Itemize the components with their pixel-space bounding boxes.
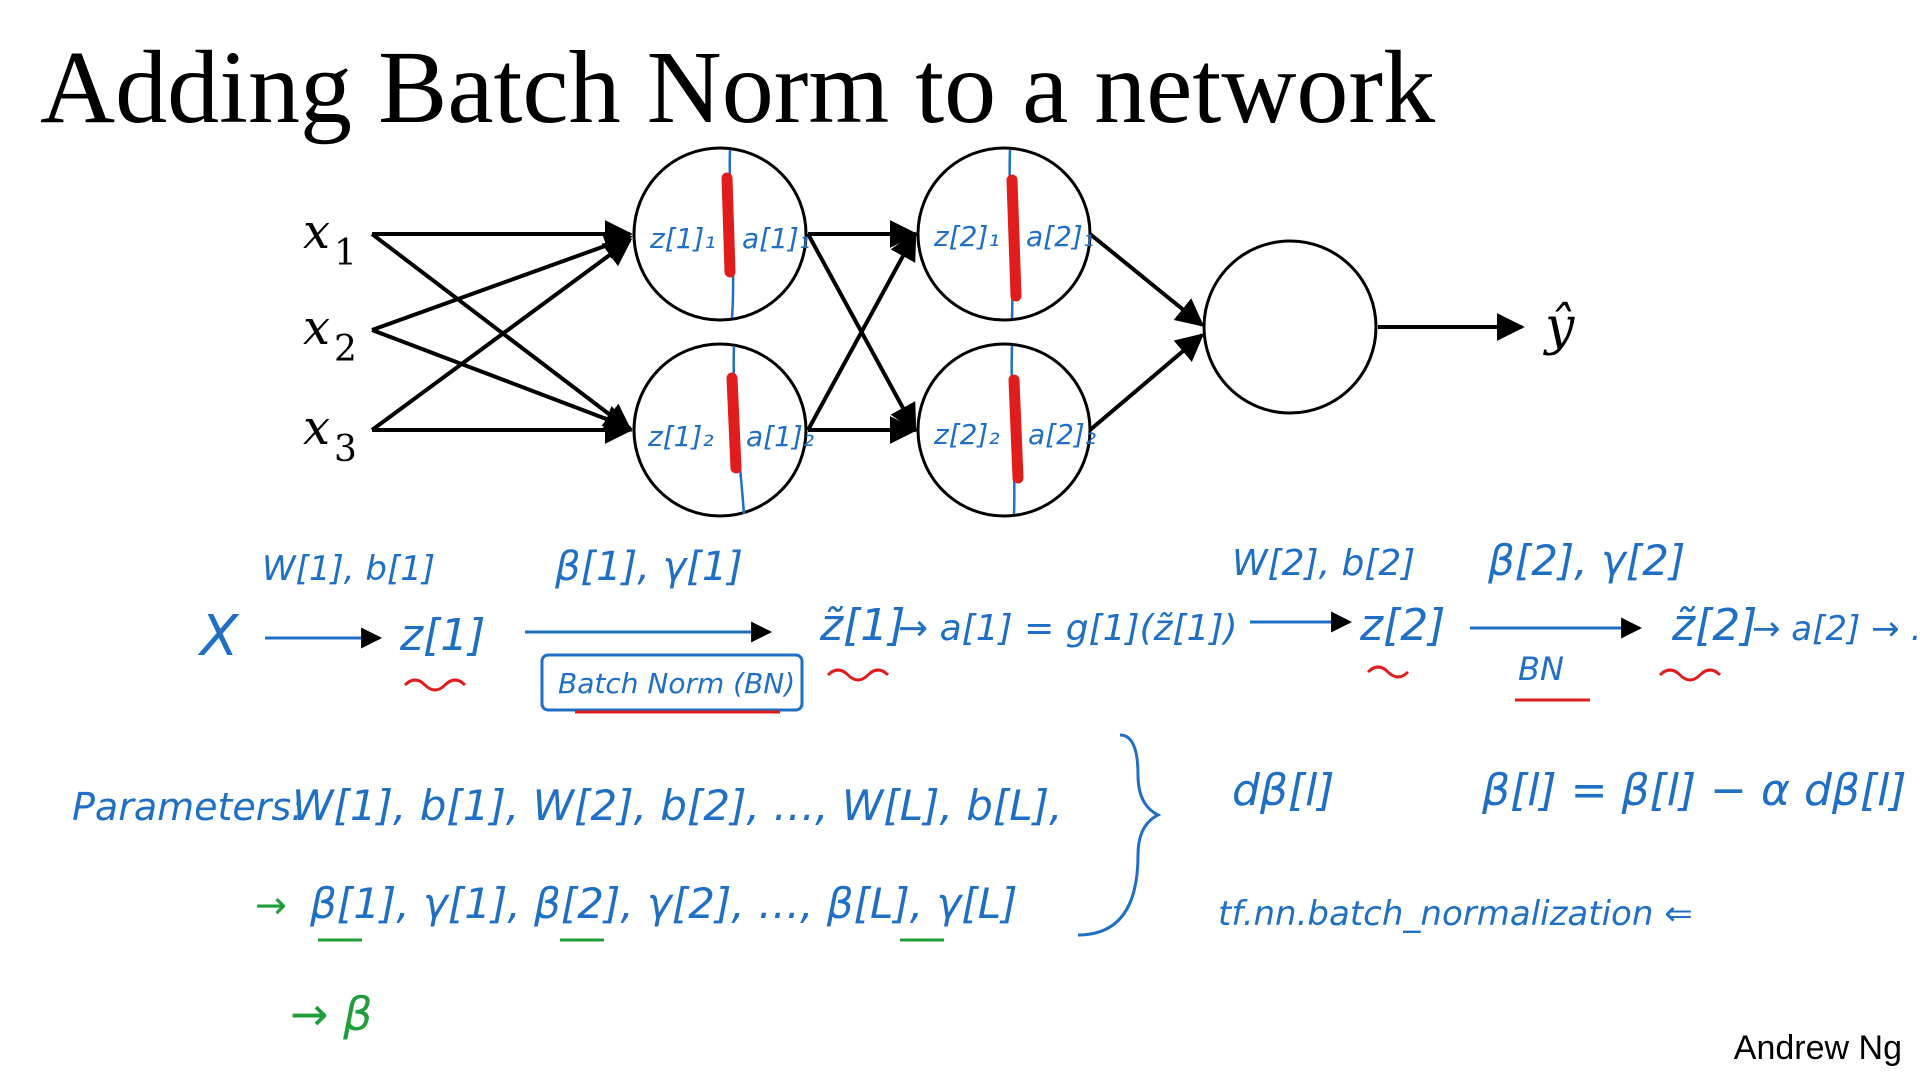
params-row3: → β xyxy=(290,987,373,1041)
flow-w1b1: W[1], b[1] xyxy=(262,549,435,589)
flow-ztilde2: z̃[2] xyxy=(1671,600,1757,651)
neuron-l1n1: z[1]₁ a[1]₁ xyxy=(632,146,810,322)
forward-flow: X W[1], b[1] z[1] β[1], γ[1] Batch Norm … xyxy=(197,536,1920,714)
svg-text:1: 1 xyxy=(334,233,357,274)
neuron-right-label: a[2]₁ xyxy=(1026,220,1094,253)
input-x2: x 2 xyxy=(303,300,357,370)
slide-title: Adding Batch Norm to a network xyxy=(40,30,1436,145)
neuron-right-label: a[1]₂ xyxy=(746,420,814,453)
svg-text:x: x xyxy=(303,400,330,456)
neuron-left-label: z[2]₂ xyxy=(933,418,1000,451)
flow-a1-eq: → a[1] = g[1](z̃[1]) xyxy=(898,608,1238,649)
neuron-left-label: z[1]₂ xyxy=(647,420,714,453)
neuron-l2n1: z[2]₁ a[2]₁ xyxy=(916,146,1094,322)
input-x3: x 3 xyxy=(303,400,357,470)
author-credit: Andrew Ng xyxy=(1733,1029,1902,1067)
neuron-l2n2: z[2]₂ a[2]₂ xyxy=(916,342,1096,518)
params-row2: β[1], γ[1], β[2], γ[2], …, β[L], γ[L] xyxy=(309,879,1018,928)
svg-text:3: 3 xyxy=(334,429,357,470)
params-dbeta: dβ[l] xyxy=(1232,765,1335,816)
svg-text:x: x xyxy=(303,300,330,356)
flow-a2: → a[2] → … xyxy=(1752,609,1920,649)
flow-beta1-gamma1: β[1], γ[1] xyxy=(554,544,743,590)
params-update: β[l] = β[l] − α dβ[l] xyxy=(1481,765,1907,816)
flow-batchnorm-box: Batch Norm (BN) xyxy=(558,667,795,700)
params-label: Parameters: xyxy=(72,785,304,829)
output-label-yhat: ŷ xyxy=(1543,297,1575,357)
parameters-block: Parameters: W[1], b[1], W[2], b[2], …, W… xyxy=(72,733,1907,1041)
neuron-left-label: z[1]₁ xyxy=(649,222,716,255)
neuron-l1n2: z[1]₂ a[1]₂ xyxy=(632,342,814,518)
flow-x: X xyxy=(197,604,240,669)
flow-bn: BN xyxy=(1518,650,1564,688)
flow-z2: z[2] xyxy=(1359,600,1445,651)
neuron-right-label: a[1]₁ xyxy=(742,222,810,255)
neuron-right-label: a[2]₂ xyxy=(1028,418,1096,451)
svg-text:→: → xyxy=(255,883,287,927)
network-edges xyxy=(370,220,1525,444)
flow-z1: z[1] xyxy=(399,610,485,661)
svg-text:x: x xyxy=(303,204,330,260)
neuron-left-label: z[2]₁ xyxy=(933,220,1000,253)
input-x1: x 1 xyxy=(303,204,357,274)
svg-text:2: 2 xyxy=(334,329,357,370)
flow-ztilde1: z̃[1] xyxy=(819,600,905,651)
output-neuron xyxy=(1202,239,1378,415)
flow-w2b2: W[2], b[2] xyxy=(1232,543,1415,584)
flow-beta2-gamma2: β[2], γ[2] xyxy=(1487,536,1685,585)
params-row1: W[1], b[1], W[2], b[2], …, W[L], b[L], xyxy=(292,781,1062,830)
params-tf-call: tf.nn.batch_normalization ⇐ xyxy=(1218,894,1693,934)
